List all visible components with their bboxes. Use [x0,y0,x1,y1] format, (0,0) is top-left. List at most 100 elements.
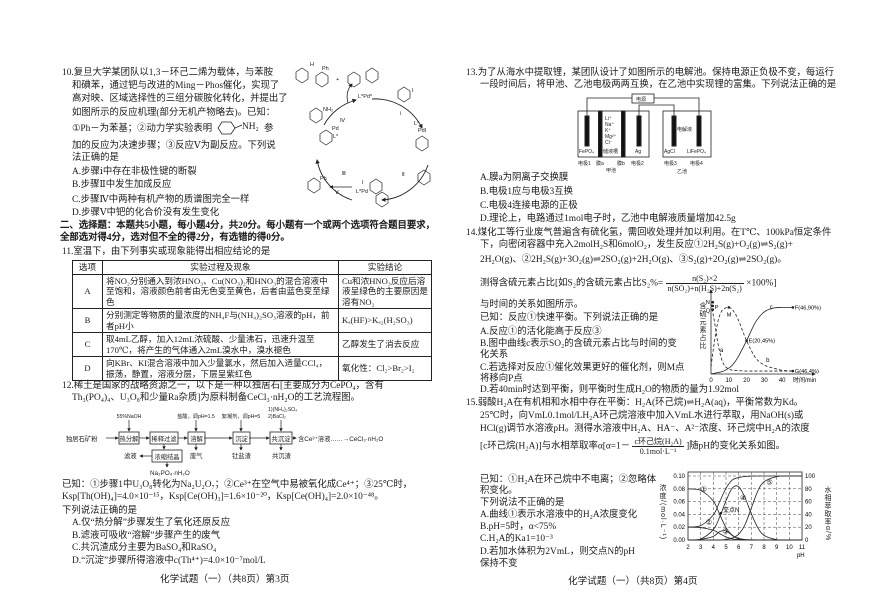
q11-table: 选项 实验过程及现象 实验结论 A 将NO₂分别通入到浓HNO₃、Cu(NO₃)… [72,260,432,381]
series-line [687,530,803,541]
flow-output: 共沉渣 [272,451,292,460]
curve-label: ④ [740,494,746,502]
molecule-rings [295,67,431,208]
data-point [745,339,748,343]
y2-tick-label: 0 [805,538,809,544]
text-line: A.步骤ⅰ中存在非极性键的断裂 [72,167,197,177]
formula-suffix: ]随pH的变化关系如图。 [686,441,786,452]
x-tick-label: 40 [779,378,786,384]
y2-tick-label: 40 [805,512,812,518]
y-tick-label: 0.10 [673,474,685,480]
text-line: HCl(g)调节水溶液pH。测得水溶液中H₂A、HA⁻、A²⁻浓度、环己烷中H₂… [480,424,810,434]
text-line: 已知：①H₂A在环己烷中不电离；②忽略体 [480,475,657,485]
option: C [72,332,103,357]
data-point [791,306,795,309]
text-line: 15.弱酸H₂A在有机相和水相中存在平衡：H₂A(环己烷)⇌H₂A(aq)，平衡… [466,398,804,408]
text-line: 下，向密闭容器中充入2molH₂S和6molO₂，发生反应①2H₂S(g)+O₂… [480,240,793,250]
power-label: 电源 [636,96,646,103]
data-point [727,306,731,309]
text-line: 下列说法正确的是 [62,506,138,516]
header-option: 选项 [72,260,103,275]
electrode-material: FePO₄ [579,149,594,155]
pd-int1b: PdI [418,128,427,134]
pd-int1: L* [414,121,420,127]
annotation-label: 交点N [723,506,739,514]
flow-start: 独居石矿粉 [66,434,98,443]
ion: Mg²⁺ [605,134,617,140]
electrode-material: AgCl [664,149,675,155]
bottom-label: 电极2 [631,160,644,167]
numerator: n(S₂)×2 [665,274,744,284]
text-line: 和碘苯，通过钯与改进的Ming－Phos催化，实现了 [72,81,280,91]
pd-int3: L* [333,134,339,140]
procedure: 将NO₂分别通入到浓HNO₃、Cu(NO₃)₂和HNO₃的混合溶液中至饱和，溶液… [102,273,339,309]
x-axis-label: 时间/min [793,376,816,384]
flow-tail: 含Ce³⁺溶液……→CeCl₃·nH₂O [298,434,383,443]
reagent-label: 2)BaCl₂ [268,414,286,420]
text-line: 已知：①步骤1中U₃O₈转化为Na₂U₂O₇；②Ce³⁺在空气中易被氧化成Ce⁴… [62,480,413,490]
flow-output: 钍盐渣 [232,451,252,460]
electrode-material: LiFePO₄ [687,149,706,155]
text-line: 14.煤化工等行业废气普遍含有硫化氢，需回收处理并加以利用。在T℃、100kPa… [466,228,832,238]
series-line [687,526,803,541]
conclusion: 乙醇发生了消去反应 [338,332,432,357]
process-box [151,449,183,463]
formula-prefix: 测得含硫元素占比[如S₂的含硫元素占比S₂%= [480,278,664,289]
x-tick-label: 9 [775,545,779,551]
conclusion: 氧化性：Cl₂>Br₂>I₂ [338,356,432,381]
iodo-label: I [412,88,414,94]
step-v: Ⅴ [335,190,339,196]
text-line: 将移向P点 [480,374,523,384]
plot-frame [687,471,803,541]
bottom-label: 电极1 [578,160,591,167]
x-tick-label: 30 [761,378,768,384]
numerator: c环己烷(H₂A) [632,437,684,447]
x-tick-label: 8 [762,545,766,551]
section-header-rule: 全部选对得4分，选对但不全的得2分，有选错的得0分。 [60,233,290,243]
chart1-ylabel: 含硫元素占比 [699,302,706,350]
fraction: c环己烷(H₂A)0.1mol·L⁻¹ [632,437,684,456]
process-label: 共沉淀 [272,434,292,443]
conclusion: Kₐ(HF)>Kₐ₂(H₂SO₃) [338,308,432,333]
process-box [232,431,251,445]
text-line: A.曲线①表示水溶液中的H₂A浓度变化 [480,510,638,520]
data-point [711,300,715,304]
y2-tick-label: 20 [805,525,812,531]
y2-tick-label: 60 [805,500,812,506]
x-tick-label: 20 [743,378,750,384]
conclusion: Cu和浓HNO₃反应后溶液呈绿色的主要原因是溶有NO₂ [338,273,432,309]
y-tick-label: 0.08 [673,487,685,493]
x-tick-label: 10 [786,545,793,551]
mechanism-labels: L*Pd⁰ ⅰ Ⅱ Ⅲ Ⅳ Ⅴ I L* PdI L*Pd I L* Pd NH… [310,62,427,196]
text-line: D.理论上，电路通过1mol电子时，乙池中电解液质量增加42.5g [480,214,736,224]
process-label: 浓缩结晶 [154,452,179,461]
curve-label: ② [706,520,712,527]
step-i: ⅰ [400,111,402,117]
point-label: E(20,45%) [749,339,776,345]
pd-int3b: Pd [332,126,339,132]
text-line: C.共沉渣成分主要为BaSO₄和RaSO₄ [72,543,217,553]
text-line: 10.复旦大学某团队以1,3－环己二烯为载体，与苯胺 [62,68,273,78]
step-iii: Ⅲ [342,171,346,177]
formula-prefix: [c环己烷(H₂A)]与水相萃取率α[α=1－ [480,441,631,452]
process-label: 沉淀 [235,434,248,443]
text-line: C.电极4连接电源的正极 [480,201,578,211]
text-line: B.pH=5时，α<75% [480,522,557,532]
text-line: D.“沉淀”步骤所得溶液中c(Th⁴⁺)=4.0×10⁻⁷mol/L [72,556,266,566]
plus-sign: + [336,77,339,83]
series-line-b [710,306,793,372]
bond-line [234,124,243,129]
data-point [711,304,715,308]
x-tick-label: 11 [799,545,806,551]
table-header: 选项 实验过程及现象 实验结论 [72,260,432,275]
process-box [269,431,293,445]
text-line: A.膜a为阴离子交换膜 [480,173,569,183]
text-line: 13.为了从海水中提取锂，某团队设计了如图所示的电解池。保持电源正负极不变，每运… [466,68,834,78]
amine-label: NH₂ [242,122,259,132]
text-line: 与时间的关系如图所示。 [480,300,584,310]
reaction-mechanism: L*Pd⁰ ⅰ Ⅱ Ⅲ Ⅳ Ⅴ I L* PdI L*Pd I L* Pd NH… [295,62,431,208]
ion: K⁺ [605,128,611,134]
process-label: 热分解 [120,434,140,443]
